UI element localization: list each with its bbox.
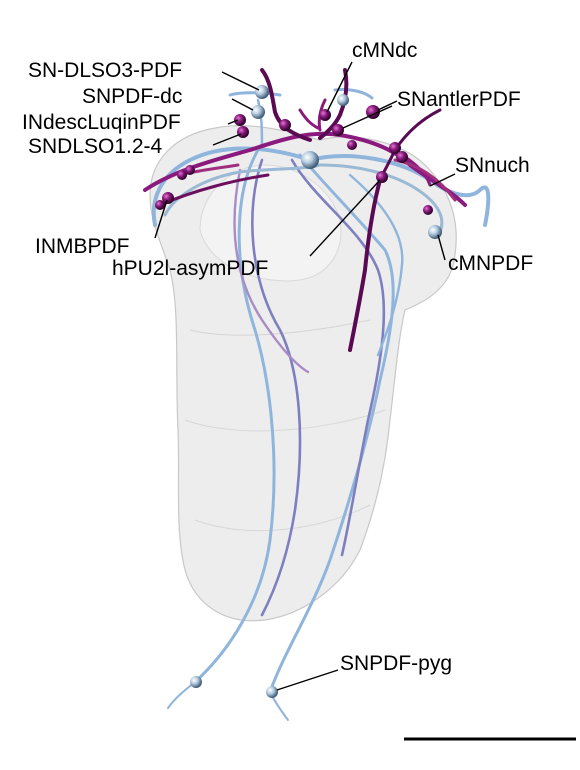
soma-snpdf-pyg xyxy=(266,686,278,698)
label-snantler-pdf: SNantlerPDF xyxy=(397,88,521,111)
soma-purple-d xyxy=(389,142,401,154)
soma-purple-f xyxy=(177,170,187,180)
leader-lines xyxy=(154,61,456,691)
soma-purple-i xyxy=(423,205,433,215)
label-sn-dlso3-pdf: SN-DLSO3-PDF xyxy=(28,59,182,82)
soma-purple-a xyxy=(279,119,291,131)
soma-purple-c xyxy=(347,140,357,150)
soma-purple-h xyxy=(155,200,165,210)
soma-indesc-luqin-pdf xyxy=(234,114,246,126)
soma-center xyxy=(301,151,319,169)
soma-purple-g xyxy=(185,165,195,175)
soma-purple-b xyxy=(332,124,344,136)
soma-snpdf-dc xyxy=(251,105,265,119)
body-outline xyxy=(149,125,457,622)
soma-inmb-pdf xyxy=(162,192,174,204)
label-cmndc: cMNdc xyxy=(352,39,417,62)
label-sndlso-1-2-4: SNDLSO1.2-4 xyxy=(28,135,163,158)
label-inmb-pdf: INMBPDF xyxy=(35,235,130,258)
label-indesc-luqin-pdf: INdescLuqinPDF xyxy=(22,111,181,134)
soma-sn-dlso3-pdf xyxy=(255,85,269,99)
soma-cmn-pdf xyxy=(428,225,442,239)
label-snpdf-pyg: SNPDF-pyg xyxy=(340,652,452,675)
soma-hpu2l-asym-pdf xyxy=(376,171,388,183)
soma-snpdf-pyg-left xyxy=(190,676,202,688)
soma-purple-e xyxy=(396,151,408,163)
soma-cmndc xyxy=(337,94,349,106)
label-snpdf-dc: SNPDF-dc xyxy=(82,85,182,108)
label-hpu2l-asym-pdf: hPU2l-asymPDF xyxy=(112,257,268,280)
labels: SN-DLSO3-PDF SNPDF-dc INdescLuqinPDF SND… xyxy=(22,39,533,675)
label-cmn-pdf: cMNPDF xyxy=(448,252,533,275)
soma-sndlso-1-2-4 xyxy=(237,126,249,138)
label-snnuch: SNnuch xyxy=(455,154,530,177)
somata xyxy=(155,85,442,698)
soma-cmndc-2 xyxy=(319,109,331,121)
